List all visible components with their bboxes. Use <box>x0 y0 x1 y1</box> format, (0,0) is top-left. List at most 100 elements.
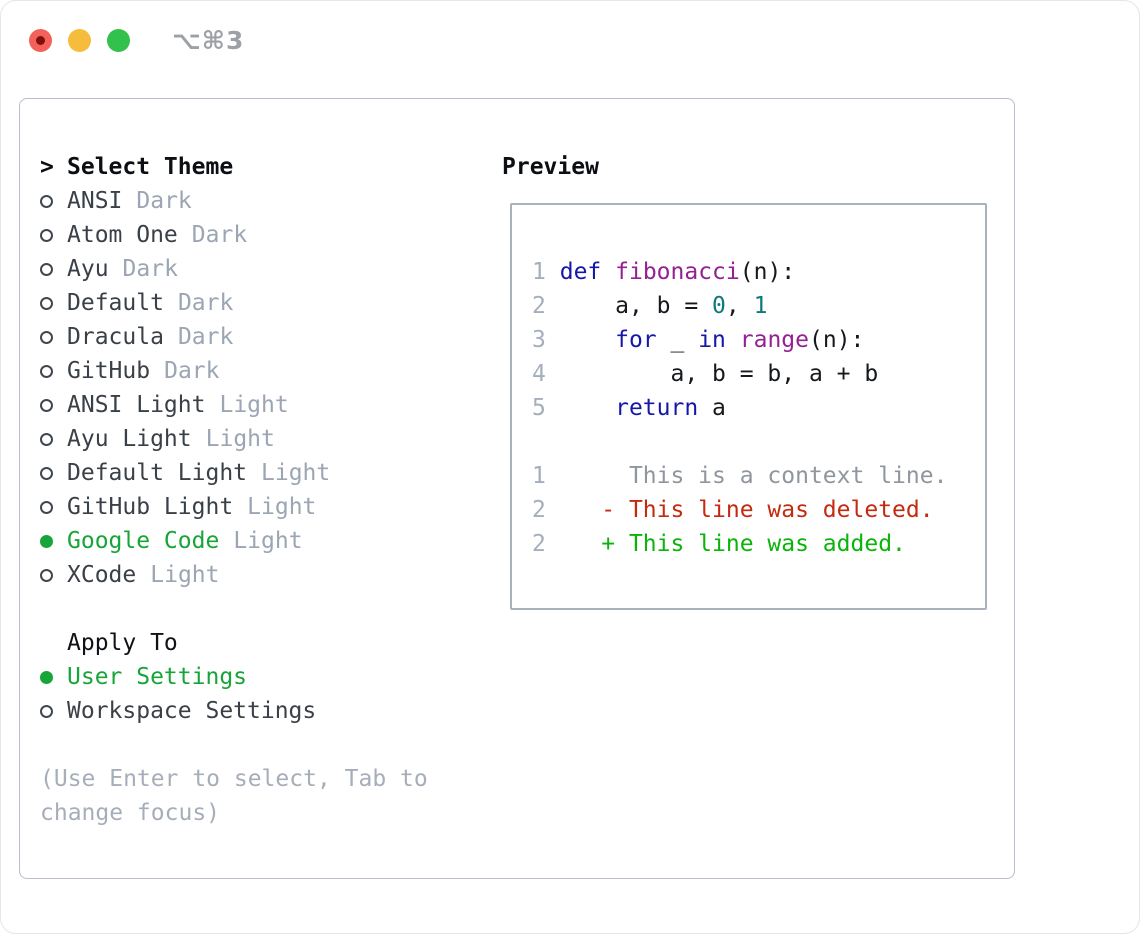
theme-variant-badge: Dark <box>191 222 248 248</box>
apply-option-user-settings[interactable]: User Settings <box>40 660 485 694</box>
theme-variant-badge: Dark <box>177 324 234 350</box>
theme-option-xcode[interactable]: XCode Light <box>40 558 485 592</box>
theme-name: Atom One <box>67 222 178 248</box>
theme-name: Default <box>67 290 164 316</box>
radio-icon <box>40 330 53 344</box>
radio-cell <box>40 228 67 242</box>
line-number: 4 <box>532 361 546 387</box>
preview-code-line: 1 This is a context line. <box>532 459 985 493</box>
line-number: 2 <box>532 497 546 523</box>
cursor-caret-icon: > <box>40 154 54 180</box>
code-segment <box>601 259 615 285</box>
radio-icon <box>40 228 53 242</box>
theme-variant-badge: Dark <box>136 188 192 214</box>
code-segment: , <box>725 293 754 319</box>
code-segment: fibonacci <box>615 259 740 285</box>
select-theme-heading: > Select Theme <box>40 150 485 184</box>
theme-variant-badge: Light <box>233 528 303 554</box>
radio-cell <box>40 670 67 684</box>
apply-option-label: Workspace Settings <box>67 698 317 724</box>
apply-option-label: User Settings <box>67 664 248 690</box>
theme-option-google-code[interactable]: Google Code Light <box>40 524 485 558</box>
code-segment: def <box>559 259 602 285</box>
close-button[interactable] <box>29 29 52 52</box>
preview-code-line: 2 + This line was added. <box>532 527 985 561</box>
window-titlebar: ⌥⌘3 <box>29 26 244 55</box>
code-segment: for <box>615 327 657 353</box>
code-segment <box>546 327 615 353</box>
code-segment <box>546 395 615 421</box>
radio-cell <box>40 704 67 718</box>
radio-cell <box>40 500 67 514</box>
theme-name: ANSI <box>67 188 123 214</box>
theme-name: ANSI Light <box>67 392 206 418</box>
code-segment: This is a context line. <box>545 463 948 489</box>
radio-cell <box>40 398 67 412</box>
preview-code-line: 2 a, b = 0, 1 <box>532 289 985 323</box>
theme-name: Default Light <box>67 460 248 486</box>
radio-cell <box>40 568 67 582</box>
radio-cell <box>40 432 67 446</box>
code-segment: range <box>739 327 810 353</box>
preview-code-line: 3 for _ in range(n): <box>532 323 985 357</box>
apply-option-workspace-settings[interactable]: Workspace Settings <box>40 694 485 728</box>
radio-icon <box>40 500 53 514</box>
theme-variant-badge: Light <box>205 426 275 452</box>
theme-variant-badge: Light <box>150 562 220 588</box>
apply-to-title: Apply To <box>67 630 178 656</box>
radio-icon <box>40 296 53 310</box>
theme-name: Google Code <box>67 528 220 554</box>
radio-icon <box>40 364 53 378</box>
theme-option-atom-one[interactable]: Atom One Dark <box>40 218 485 252</box>
radio-cell <box>40 534 67 548</box>
theme-option-ayu[interactable]: Ayu Dark <box>40 252 485 286</box>
radio-cell <box>40 466 67 480</box>
code-segment: + This line was added. <box>545 531 906 557</box>
line-number: 1 <box>532 259 546 285</box>
select-theme-title: Select Theme <box>67 154 234 180</box>
theme-option-ansi-light[interactable]: ANSI Light Light <box>40 388 485 422</box>
line-number: 1 <box>532 463 546 489</box>
radio-selected-icon <box>40 670 53 684</box>
radio-icon <box>40 194 53 208</box>
radio-selected-icon <box>40 534 53 548</box>
theme-option-ansi[interactable]: ANSI Dark <box>40 184 485 218</box>
code-segment: 1 <box>753 293 768 319</box>
theme-variant-badge: Light <box>219 392 289 418</box>
theme-name: XCode <box>67 562 137 588</box>
code-segment: _ <box>656 327 699 353</box>
minimize-button[interactable] <box>68 29 91 52</box>
radio-icon <box>40 568 53 582</box>
code-segment: return <box>615 395 699 421</box>
theme-name: Ayu <box>67 256 109 282</box>
radio-icon <box>40 704 53 718</box>
radio-cell <box>40 194 67 208</box>
code-segment: 0 <box>712 293 726 319</box>
zoom-button[interactable] <box>107 29 130 52</box>
line-number: 5 <box>532 395 546 421</box>
code-segment <box>546 259 560 285</box>
preview-code-line: 5 return a <box>532 391 985 425</box>
theme-option-github[interactable]: GitHub Dark <box>40 354 485 388</box>
theme-variant-badge: Dark <box>177 290 234 316</box>
preview-code-line: 2 - This line was deleted. <box>532 493 985 527</box>
theme-variant-badge: Dark <box>164 358 220 384</box>
preview-title: Preview <box>502 154 599 180</box>
code-segment: a, b = b, a + b <box>545 361 879 387</box>
line-number: 2 <box>532 293 546 319</box>
code-segment: a <box>698 395 726 421</box>
radio-cell <box>40 364 67 378</box>
code-segment: (n): <box>809 327 865 353</box>
preview-code-line: 1 def fibonacci(n): <box>532 255 985 289</box>
theme-option-default[interactable]: Default Dark <box>40 286 485 320</box>
radio-cell <box>40 330 67 344</box>
theme-variant-badge: Light <box>247 494 317 520</box>
theme-variant-badge: Dark <box>122 256 178 282</box>
theme-name: GitHub <box>67 358 151 384</box>
